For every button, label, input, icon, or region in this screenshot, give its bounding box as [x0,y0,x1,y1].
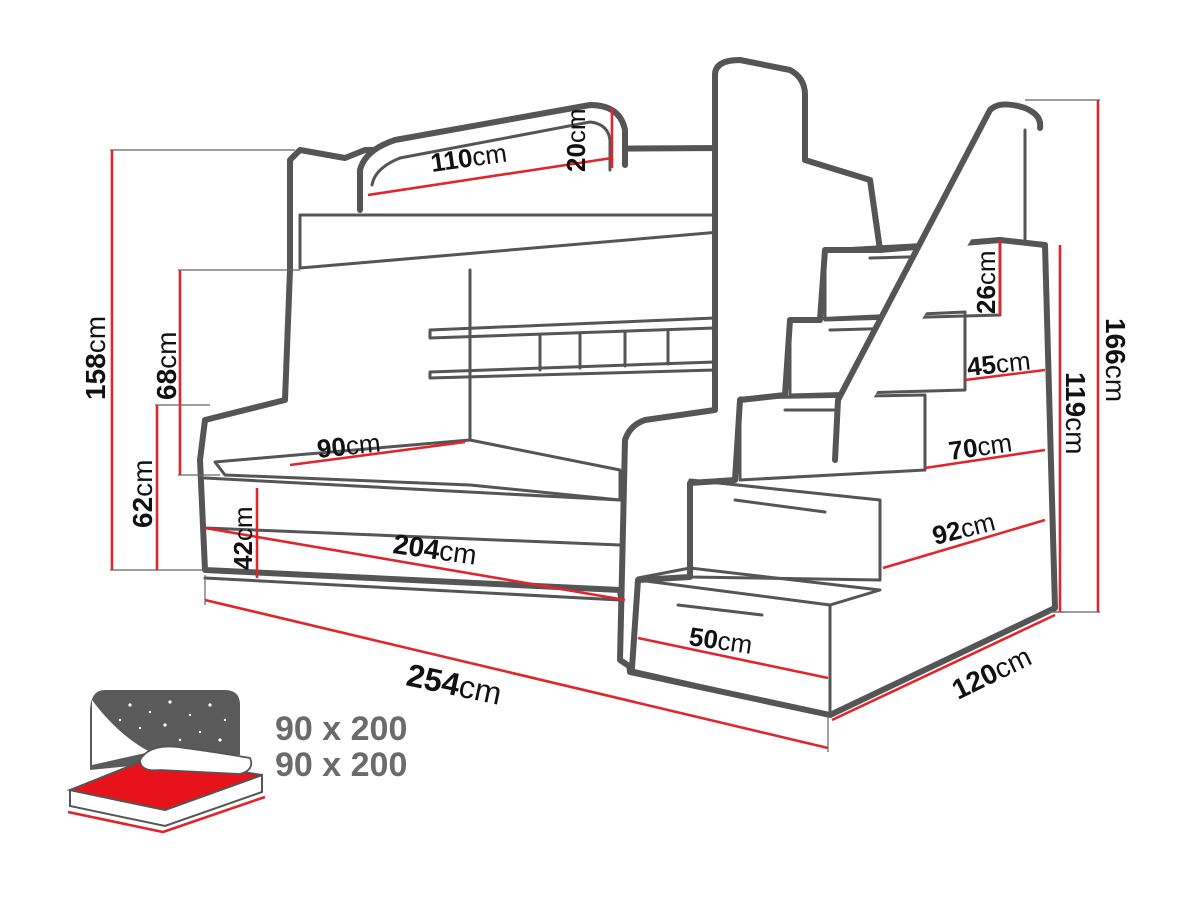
lower-bed-front [203,476,622,602]
label-45: 45cm [965,345,1031,381]
dim-line-50 [637,636,829,680]
label-26: 26cm [971,250,1001,314]
rail-inner [370,120,612,187]
bed-outline [197,57,1058,718]
step-1-top [636,566,882,607]
headboard-moon [92,700,150,765]
dimension-labels: 110cm 20cm 158cm 68cm 62cm 90cm 42cm 204… [80,108,1131,711]
stair-handrail [832,101,1044,463]
dim-line-90-lower [289,440,466,467]
shelf-upper [428,316,717,340]
step-1 [630,578,832,717]
shelf-dividers [468,268,670,442]
mattress-icon [66,690,266,834]
mattress-size-1: 90 x 200 [275,710,407,748]
dim-line-45 [964,368,1046,382]
staircase [630,238,1002,717]
label-166: 166cm [1100,318,1131,402]
dim-line-70 [924,448,1046,470]
label-158: 158cm [80,316,111,400]
label-204: 204cm [391,528,479,570]
label-62: 62cm [127,460,158,528]
dim-line-254 [204,598,829,750]
label-68: 68cm [151,332,182,400]
step-2 [688,478,882,582]
stars-pattern [118,700,227,742]
dim-line-92 [882,518,1046,570]
label-110: 110cm [429,138,509,178]
top-guard-rail [357,102,628,213]
dim-line-110 [367,156,613,197]
step-handles [676,254,947,617]
dimension-lines [110,99,1100,752]
mattress-size-2: 90 x 200 [275,746,407,784]
label-50: 50cm [687,621,754,660]
label-42: 42cm [228,506,258,570]
dim-line-120 [831,613,1056,722]
label-70: 70cm [947,427,1014,466]
mattress-arrow [67,795,266,834]
pillow-icon [139,745,253,775]
ext-68 [178,269,300,476]
label-254: 254cm [404,657,505,712]
ext-166 [1025,99,1100,613]
center-post [617,57,883,671]
label-90-lower: 90cm [315,427,381,463]
upper-bunk-panel [298,213,722,270]
shelf-lower [428,360,717,380]
dim-line-204 [204,526,626,602]
ext-254 [204,575,829,752]
label-119: 119cm [1060,372,1091,455]
label-20: 20cm [561,108,591,172]
